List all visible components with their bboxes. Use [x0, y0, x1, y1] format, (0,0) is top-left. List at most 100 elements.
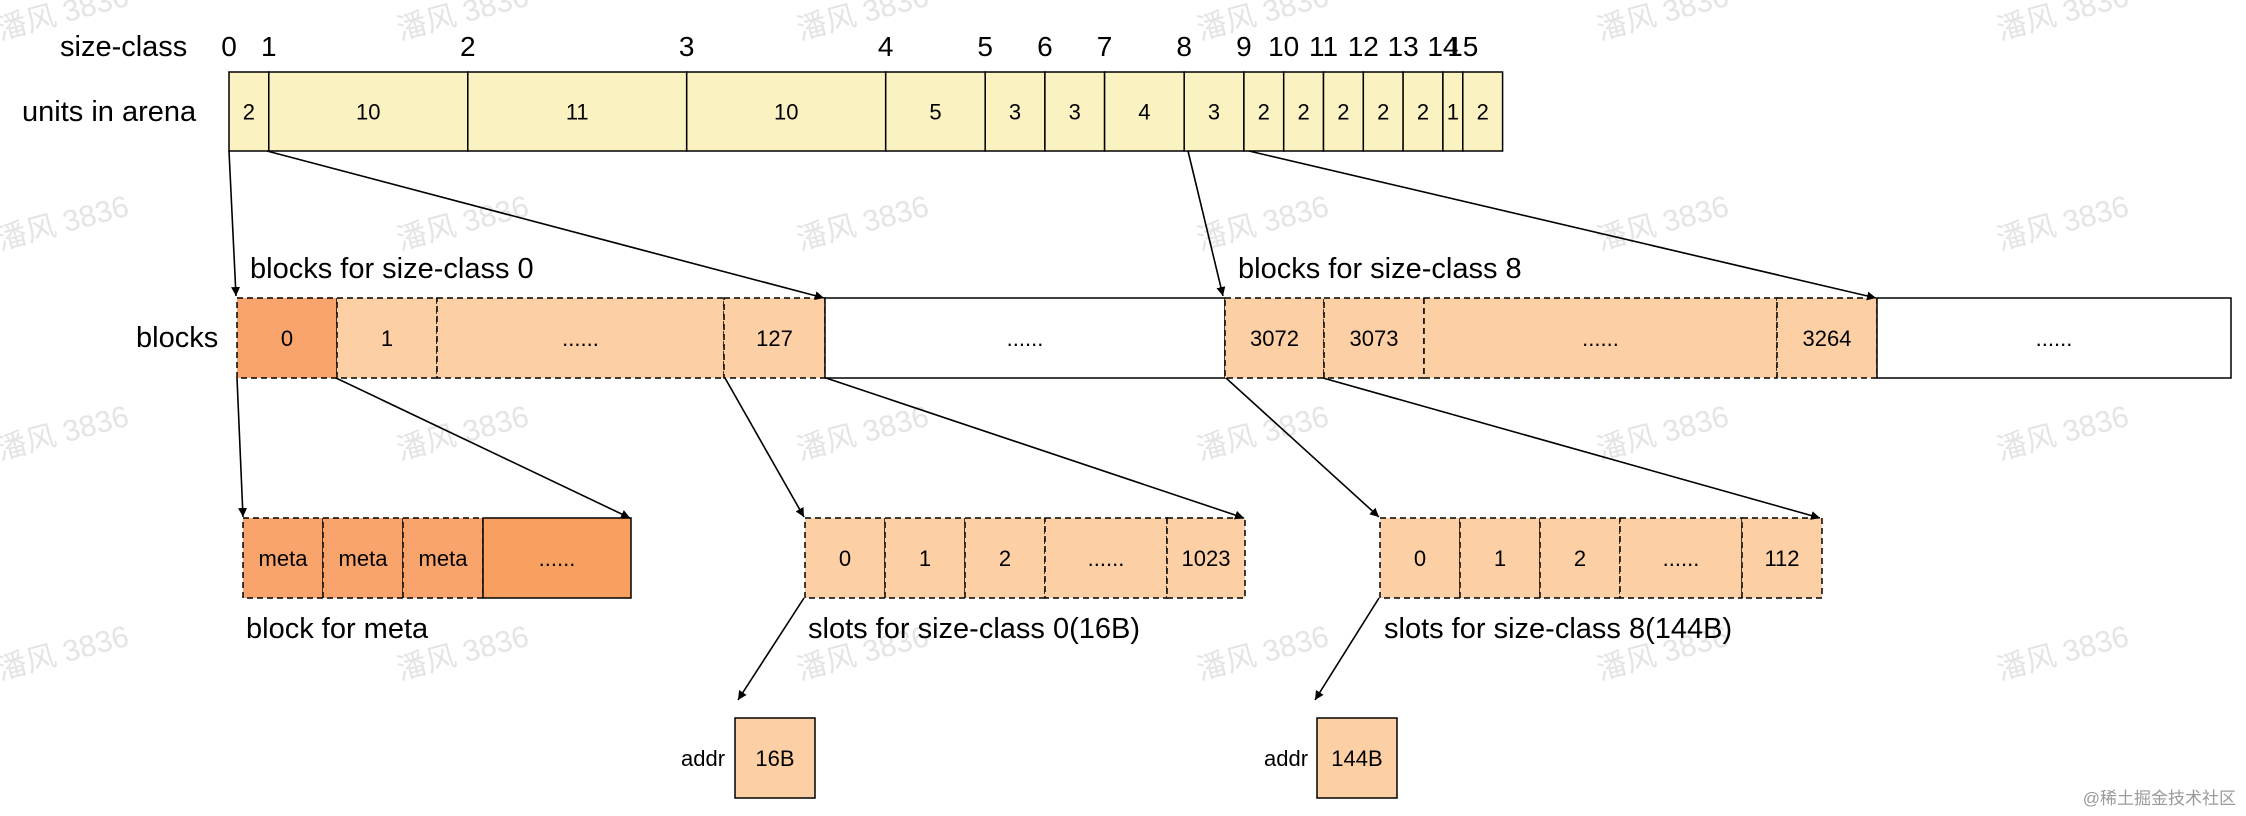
- size-class-tick: 3: [679, 31, 695, 62]
- arena-unit-cell: [1183, 71, 1245, 152]
- arena-unit-cell: [1044, 71, 1106, 152]
- slot-sc8-cell: [1379, 517, 1461, 599]
- arena-unit-cell: [228, 71, 270, 152]
- watermark-text: 潘风 3836: [793, 0, 932, 47]
- arena-unit-count: 2: [1417, 100, 1429, 125]
- arena-unit-count: 11: [566, 100, 589, 125]
- size-class-tick: 13: [1388, 31, 1419, 62]
- arrow-slot0-to-addr144: [1314, 597, 1380, 701]
- size-class-tick: 15: [1447, 31, 1478, 62]
- slot-sc0-cell: [1166, 517, 1246, 599]
- arrow-sc9-to-blocks-end: [1248, 150, 1877, 301]
- block-cell: [1776, 297, 1878, 379]
- size-class-tick: 2: [460, 31, 476, 62]
- addr-label-sc0: addr: [681, 746, 725, 771]
- watermark-text: 潘风 3836: [0, 620, 132, 687]
- size-class-tick: 14: [1427, 31, 1458, 62]
- block-label: 127: [756, 326, 793, 351]
- slot-sc0-label: 2: [999, 546, 1011, 571]
- arena-unit-count: 1: [1447, 100, 1459, 125]
- watermark-text: 潘风 3836: [1193, 190, 1332, 257]
- arena-unit-count: 3: [1069, 100, 1081, 125]
- watermark-text: 潘风 3836: [793, 400, 932, 467]
- slot-sc0-cell: [1044, 517, 1168, 599]
- arrow-slot0-to-addr16: [737, 597, 805, 701]
- slot-sc0-label: ......: [1088, 546, 1125, 571]
- slot-sc8-cell: [1459, 517, 1541, 599]
- arrow-block127-to-slots0-start: [724, 377, 805, 518]
- slot-sc8-label: 112: [1764, 546, 1799, 571]
- slot-sc8-cell: [1619, 517, 1743, 599]
- arena-unit-cell: [1243, 71, 1285, 152]
- slot-sc8-label: 0: [1414, 546, 1426, 571]
- arena-unit-count: 5: [929, 100, 941, 125]
- block-label: ......: [562, 326, 599, 351]
- arrow-sc8-to-blocks-start: [1187, 150, 1226, 297]
- size-class-tick: 1: [261, 31, 277, 62]
- block-label: 3072: [1250, 326, 1299, 351]
- size-class-tick: 6: [1037, 31, 1053, 62]
- block-cell: [336, 297, 438, 379]
- arrow-sc0-to-blocks-start: [228, 150, 241, 297]
- size-class-tick: 9: [1236, 31, 1252, 62]
- block-label: ......: [2036, 326, 2073, 351]
- slot-sc0-cell: [964, 517, 1046, 599]
- slot-sc8-label: ......: [1663, 546, 1700, 571]
- watermark-text: 潘风 3836: [1593, 0, 1732, 47]
- arena-unit-count: 10: [774, 100, 798, 125]
- watermark-text: 潘风 3836: [0, 190, 132, 257]
- block-cell: [824, 297, 1226, 379]
- watermark-text: 潘风 3836: [393, 400, 532, 467]
- arena-unit-count: 2: [1377, 100, 1389, 125]
- watermark-text: 潘风 3836: [393, 190, 532, 257]
- addr-box-sc8: [1316, 717, 1398, 799]
- arena-unit-count: 2: [1297, 100, 1309, 125]
- meta-cell: [242, 517, 324, 599]
- arena-unit-cell: [884, 71, 986, 152]
- watermark-text: 潘风 3836: [1993, 0, 2132, 47]
- watermark-text: 潘风 3836: [1593, 190, 1732, 257]
- size-class-tick: 4: [878, 31, 894, 62]
- block-label: ......: [1582, 326, 1619, 351]
- arena-unit-cell: [1322, 71, 1365, 152]
- block-cell: [1423, 297, 1778, 379]
- watermark-text: 潘风 3836: [793, 190, 932, 257]
- block-label: 3264: [1803, 326, 1852, 351]
- watermark-text: 潘风 3836: [1993, 190, 2132, 257]
- blocks-sc0-label: blocks for size-class 0: [250, 253, 534, 285]
- arrow-block127-to-slots0-end: [825, 377, 1245, 520]
- meta-label: ......: [539, 546, 576, 571]
- block-label: 3073: [1350, 326, 1399, 351]
- slots-sc8-label: slots for size-class 8(144B): [1384, 613, 1732, 645]
- arena-unit-count: 3: [1208, 100, 1220, 125]
- meta-label: meta: [259, 546, 309, 571]
- arena-unit-count: 10: [356, 100, 380, 125]
- arena-unit-cell: [467, 71, 688, 152]
- addr-value-sc0: 16B: [755, 746, 794, 771]
- slot-sc0-label: 1: [919, 546, 931, 571]
- addr-label-sc8: addr: [1264, 746, 1308, 771]
- size-class-tick: 11: [1309, 31, 1338, 62]
- units-in-arena-label: units in arena: [22, 96, 197, 128]
- blocks-sc8-label: blocks for size-class 8: [1238, 253, 1522, 285]
- arena-unit-count: 4: [1138, 100, 1150, 125]
- meta-cell: [482, 517, 632, 599]
- arena-unit-count: 3: [1009, 100, 1021, 125]
- slot-sc0-label: 1023: [1182, 546, 1231, 571]
- slot-sc0-cell: [804, 517, 886, 599]
- addr-box-sc0: [734, 717, 816, 799]
- arena-unit-count: 2: [1337, 100, 1349, 125]
- arena-unit-count: 2: [1477, 100, 1489, 125]
- block-for-meta-label: block for meta: [246, 613, 429, 645]
- watermark-text: 潘风 3836: [1993, 400, 2132, 467]
- arena-unit-cell: [268, 71, 469, 152]
- size-class-tick: 0: [221, 31, 237, 62]
- watermark-text: 潘风 3836: [1193, 620, 1332, 687]
- size-class-tick: 7: [1097, 31, 1113, 62]
- watermark-text: 潘风 3836: [0, 400, 132, 467]
